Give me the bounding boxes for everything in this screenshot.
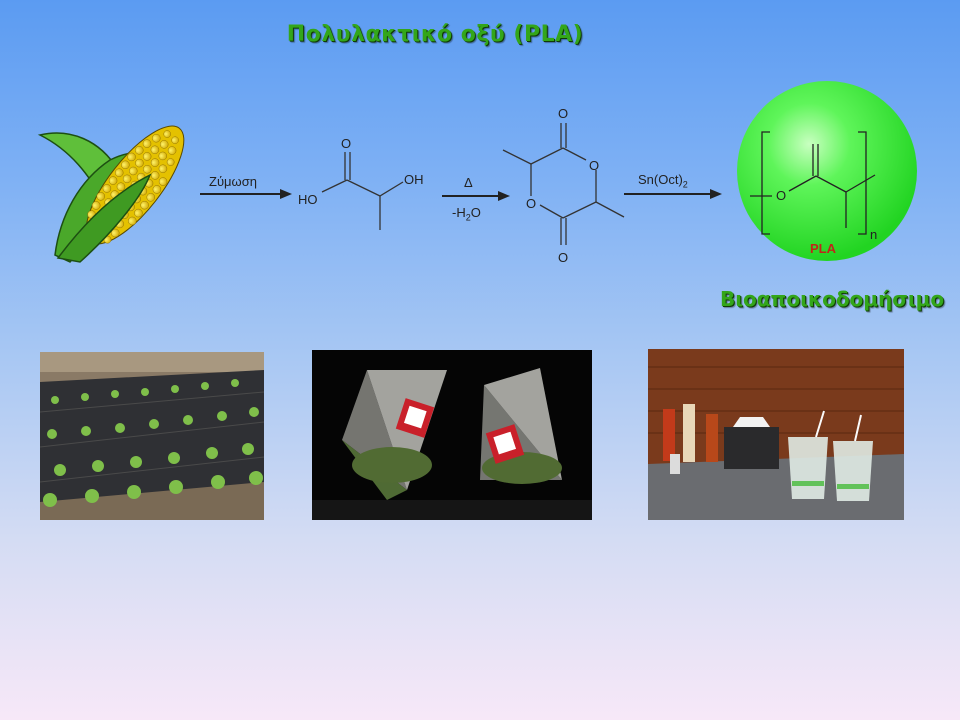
catalyst-arrow — [624, 189, 722, 199]
corn-icon — [37, 125, 185, 263]
catalyst-label: Sn(Oct)2 — [638, 172, 688, 190]
lactide-o-right: O — [589, 158, 600, 173]
lactic-acid-ho: HO — [298, 192, 318, 207]
heat-arrow — [442, 191, 510, 201]
lactic-acid-oh: OH — [404, 172, 424, 187]
polymer-o: O — [776, 188, 787, 203]
lactide-structure — [502, 123, 625, 245]
lactic-acid-o: O — [341, 136, 352, 151]
pla-polymer-structure — [750, 131, 876, 235]
lactic-acid-structure — [321, 152, 404, 230]
page-title: Πολυλακτικό οξύ (PLA) — [286, 22, 584, 47]
pla-label: PLA — [810, 241, 836, 256]
fermentation-label: Ζύμωση — [209, 174, 257, 189]
photo-mulch-field — [40, 352, 264, 520]
lactide-o-top: O — [558, 106, 569, 121]
polymer-repeat-n: n — [870, 227, 878, 242]
lactide-o-left: O — [526, 196, 537, 211]
photo-pla-cups — [648, 349, 904, 520]
photo-tea-bags — [312, 350, 592, 520]
pla-sphere — [737, 81, 917, 261]
water-loss-label: -H2O — [452, 205, 481, 223]
biodegradable-label: Βιοαποικοδομήσιμο — [720, 287, 945, 311]
heat-label: Δ — [464, 175, 473, 190]
lactide-o-bottom: O — [558, 250, 569, 265]
fermentation-arrow — [200, 189, 292, 199]
